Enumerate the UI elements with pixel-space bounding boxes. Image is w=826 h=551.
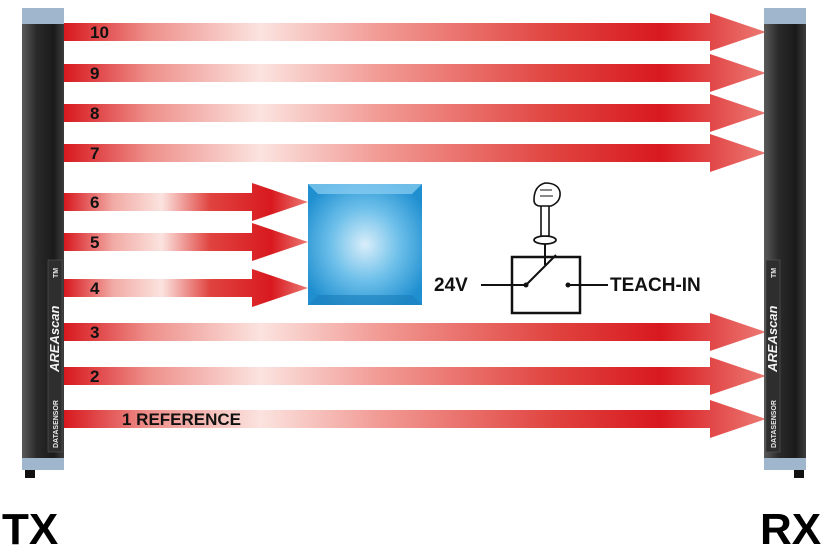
beam-label-9: 2 — [90, 367, 99, 386]
beam-label-10: 1 REFERENCE — [122, 410, 241, 429]
rx-label: RX — [760, 505, 821, 551]
tx-label: TX — [2, 505, 58, 551]
transmitter-tm-mark: TM — [53, 268, 60, 278]
transmitter-maker-text: DATASENSOR — [53, 400, 60, 448]
teach-in-switch: 24V TEACH-IN — [434, 182, 701, 315]
beam-label-7: 4 — [90, 279, 100, 298]
beam-arrow-1 — [64, 13, 766, 51]
beam-group: 10 9 8 7 6 5 4 3 2 1 REFERENCE — [64, 13, 766, 438]
beam-arrow-4 — [64, 134, 766, 172]
beam-label-8: 3 — [90, 323, 99, 342]
beam-arrow-10 — [64, 400, 766, 438]
beam-arrow-2 — [64, 54, 766, 92]
beam-arrow-9 — [64, 357, 766, 395]
beam-label-4: 7 — [90, 144, 99, 163]
transmitter-product-text: AREAscan — [47, 305, 62, 373]
pointing-hand-icon — [533, 182, 561, 237]
beam-arrow-7 — [64, 269, 308, 307]
receiver-maker-text: DATASENSOR — [771, 400, 778, 448]
beam-label-2: 9 — [90, 64, 99, 83]
voltage-label: 24V — [434, 275, 468, 296]
beam-arrow-5 — [64, 183, 308, 221]
transmitter-bar: AREAscan DATASENSOR TM — [22, 8, 64, 478]
teach-in-label: TEACH-IN — [610, 275, 701, 296]
beam-arrow-6 — [64, 223, 308, 261]
obstacle-block — [308, 184, 422, 305]
beam-label-6: 5 — [90, 233, 99, 252]
receiver-product-text: AREAscan — [765, 305, 780, 373]
beam-arrow-8 — [64, 313, 766, 351]
receiver-bar: AREAscan DATASENSOR TM — [764, 8, 806, 478]
receiver-tm-mark: TM — [771, 268, 778, 278]
beam-label-5: 6 — [90, 193, 99, 212]
beam-arrow-3 — [64, 94, 766, 132]
beam-label-3: 8 — [90, 104, 99, 123]
beam-label-1: 10 — [90, 23, 109, 42]
